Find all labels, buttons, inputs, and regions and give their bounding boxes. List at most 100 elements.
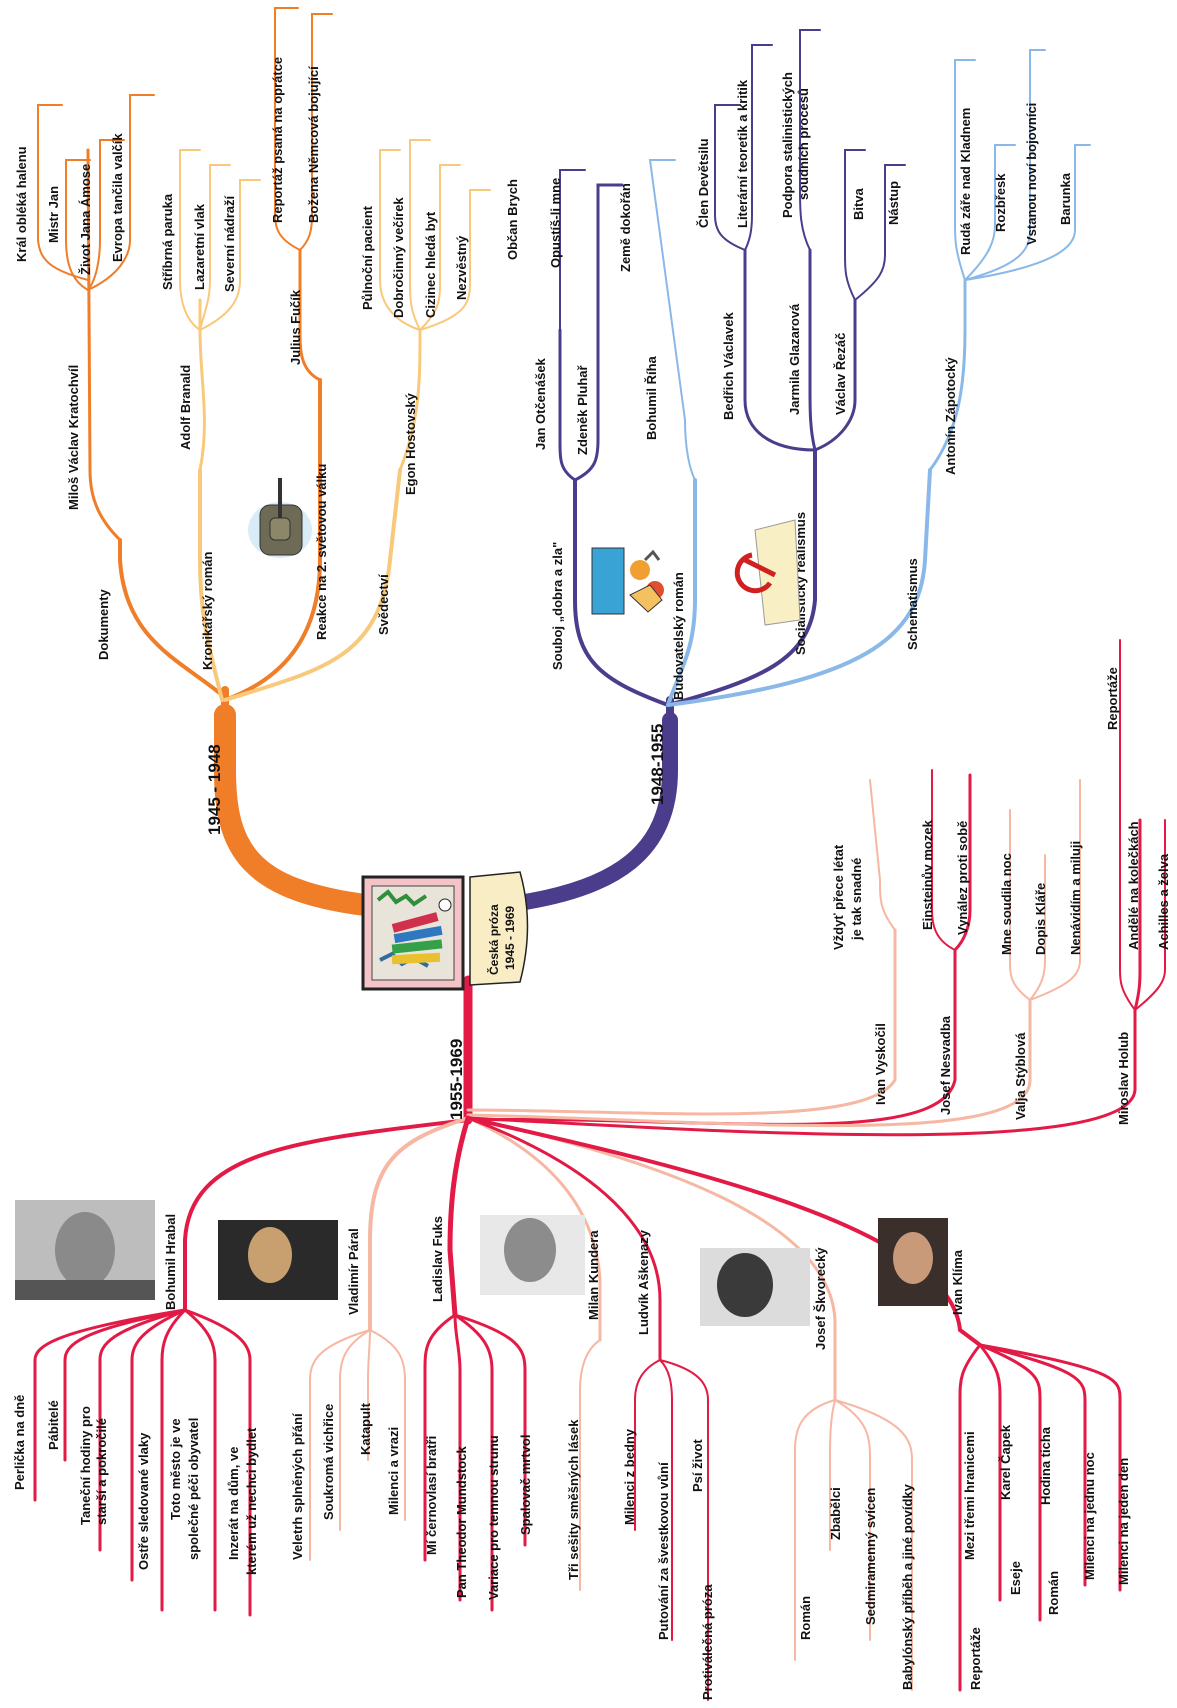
branch-label-schematismus: Schematismus <box>905 558 920 650</box>
branch-label-reakce: Reakce na 2. světovou válku <box>314 464 329 640</box>
work-zeme-dokoran: Země dokořán <box>618 183 633 272</box>
work-inzerat-na-dum-b: kterém už nechci bydlet <box>244 1427 259 1575</box>
work-cizinec-hleda-byt: Cizinec hledá byt <box>423 211 438 318</box>
work-bitva: Bitva <box>851 187 866 220</box>
work-zbabelci: Zbabělci <box>828 1487 843 1540</box>
work-literarni-teoretik: Literární teoretik a kritik <box>735 79 750 228</box>
work-tanecni-hodiny-b: starší a pokročilé <box>94 1418 109 1525</box>
center-node: Česká próza 1945 - 1969 <box>361 871 529 991</box>
work-toto-mesto-b: společné péči obyvatel <box>186 1418 201 1560</box>
work-tanecni-hodiny-a: Taneční hodiny pro <box>78 1406 93 1525</box>
author-portrait-hrabal <box>15 1200 155 1300</box>
work-kral-oblekahalenu: Král obléká halenu <box>14 146 29 262</box>
work-perlicka-na-dne: Perlička na dně <box>12 1395 27 1490</box>
author-askenazy: Ludvík Aškenazy <box>636 1229 651 1335</box>
work-pan-theodor-mundstock: Pan Theodor Mundstock <box>454 1446 469 1598</box>
branch-schematismus-line <box>666 468 932 707</box>
work-barunka: Barunka <box>1058 172 1073 225</box>
work-evropa-tancila: Evropa tančila valčík <box>110 133 125 262</box>
work-je-tak-snadne: je tak snadné <box>849 858 864 941</box>
author-kratochvil: Miloš Václav Kratochvíl <box>66 365 81 510</box>
hammer-sickle-icon <box>734 519 801 626</box>
work-variace-pro-temnou-strunu: Variace pro temnou strunu <box>486 1435 501 1600</box>
branch-label-dokumenty: Dokumenty <box>96 588 111 660</box>
author-hostovsky: Egon Hostovský <box>403 392 418 495</box>
work-milenci-na-jeden-den: Milenci na jeden den <box>1116 1458 1131 1585</box>
tank-icon <box>248 478 312 558</box>
author-styblova: Valja Stýblová <box>1013 1032 1028 1120</box>
author-holub: Miroslav Holub <box>1116 1032 1131 1125</box>
work-dobrocinny-vecirek: Dobročinný večírek <box>391 197 406 318</box>
work-mezi-tremi-hranicemi: Mezi třemi hranicemi <box>962 1431 977 1560</box>
author-skvorecky: Josef Škvorecký <box>813 1247 828 1350</box>
pioneers-icon <box>591 547 664 615</box>
branch-souboj-line <box>573 478 670 707</box>
era-label-1945-1948: 1945 - 1948 <box>205 744 224 835</box>
branch-socrealismus-line <box>666 448 817 707</box>
work-dopis-klare: Dopis Kláře <box>1033 883 1048 955</box>
work-tri-sesity: Tři sešity směšných lásek <box>566 1419 581 1580</box>
author-kundera: Milan Kundera <box>586 1230 601 1320</box>
work-milenci-z-bedny: Milenci z bedny <box>622 1428 637 1525</box>
work-roman-skvorecky: Román <box>798 1596 813 1640</box>
work-nastup: Nástup <box>886 181 901 225</box>
author-portrait-klima <box>878 1218 948 1306</box>
work-opustis-li-mne: Opustíš-li mne <box>548 178 563 268</box>
author-rezac: Václav Řezáč <box>833 333 848 415</box>
author-klima: Ivan Klíma <box>950 1249 965 1315</box>
era-label-1948-1955: 1948-1955 <box>648 724 667 805</box>
work-katapult: Katapult <box>358 1402 373 1455</box>
author-hrabal: Bohumil Hrabal <box>163 1214 178 1310</box>
work-vstanou-novi: Vstanou noví bojovníci <box>1024 103 1039 245</box>
work-achilles-a-zelva: Achilles a želva <box>1156 853 1171 950</box>
author-riha: Bohumil Říha <box>644 355 659 440</box>
author-portrait-skvorecky <box>700 1248 810 1326</box>
branch-reakce-line <box>223 378 322 702</box>
branch-label-souboj: Souboj „dobra a zla" <box>550 542 565 670</box>
work-bozena-nemcova: Božena Němcová bojující <box>306 66 321 223</box>
work-podpora-stalinistickych: Podpora stalinistických <box>780 72 795 218</box>
work-eseje: Eseje <box>1008 1561 1023 1595</box>
work-pulnocni-pacient: Půlnoční pacient <box>360 205 375 310</box>
work-soukroma-vichrice: Soukromá vichřice <box>321 1404 336 1520</box>
work-lazaretni-vlak: Lazaretní vlak <box>192 203 207 290</box>
work-milenci-na-jednu-noc: Milenci na jednu noc <box>1082 1452 1097 1580</box>
work-einsteinuv-mozek: Einsteinův mozek <box>920 819 935 930</box>
work-roman-klima: Román <box>1046 1571 1061 1615</box>
author-fucik: Julius Fučík <box>288 289 303 365</box>
work-vynalez-proti-sobe: Vynález proti sobě <box>955 821 970 935</box>
work-mi-cernovlasi-bratri: Mí černovlasí bratři <box>424 1436 439 1555</box>
era-label-1955-1969: 1955-1969 <box>447 1039 466 1120</box>
work-ostre-sledovane-vlaky: Ostře sledované vlaky <box>136 1432 151 1570</box>
author-glazarova: Jarmila Glazarová <box>787 303 802 415</box>
era-branch-1945-1948 <box>214 704 376 916</box>
author-branald: Adolf Branald <box>178 365 193 450</box>
work-sedmiramenny-svicen: Sedmiramenný svícen <box>863 1488 878 1625</box>
books-illustration-icon <box>361 875 465 991</box>
work-obcan-brych: Občan Brych <box>505 179 520 260</box>
work-reportaze-klima: Reportáže <box>968 1627 983 1690</box>
work-nezvestny: Nezvěstný <box>454 235 469 300</box>
work-nenavidim-a-miluji: Nenávidím a miluji <box>1068 841 1083 955</box>
work-rozbresk: Rozbřesk <box>993 173 1008 232</box>
author-nesvadba: Josef Nesvadba <box>938 1015 953 1115</box>
branch-svedectvi-line <box>223 468 402 702</box>
author-vaclavek: Bedřich Václavek <box>721 312 736 420</box>
work-milenci-a-vrazi: Milenci a vrazi <box>386 1427 401 1515</box>
work-reportaz-na-opratce: Reportáž psaná na oprátce <box>270 57 285 223</box>
branch-budovatelsky-line <box>666 478 697 707</box>
work-putovani-za-svestkovou: Putování za švestkovou vůní <box>656 1462 671 1640</box>
work-clen-devetsilu: Člen Devětsilu <box>696 138 711 228</box>
author-zapotocky: Antonín Zápotocký <box>943 357 958 475</box>
work-protivalecna-proza: Protiválečná próza <box>700 1584 715 1700</box>
work-zivot-jana-amose: Život Jana Ámose <box>78 164 93 275</box>
work-severni-nadrazi: Severní nádraží <box>222 196 237 292</box>
center-years: 1945 - 1969 <box>503 906 517 970</box>
work-babylonsky-pribeh: Babylónský příběh a jiné povídky <box>900 1483 915 1690</box>
work-psi-zivot: Psí život <box>690 1439 705 1492</box>
branch-kronikarsky-line <box>198 468 224 702</box>
work-vzdyt-prece-letat: Vždyť přece létat <box>831 844 846 950</box>
work-reportaze-holub: Reportáže <box>1105 667 1120 730</box>
branch-label-svedectvi: Svědectví <box>376 574 391 635</box>
